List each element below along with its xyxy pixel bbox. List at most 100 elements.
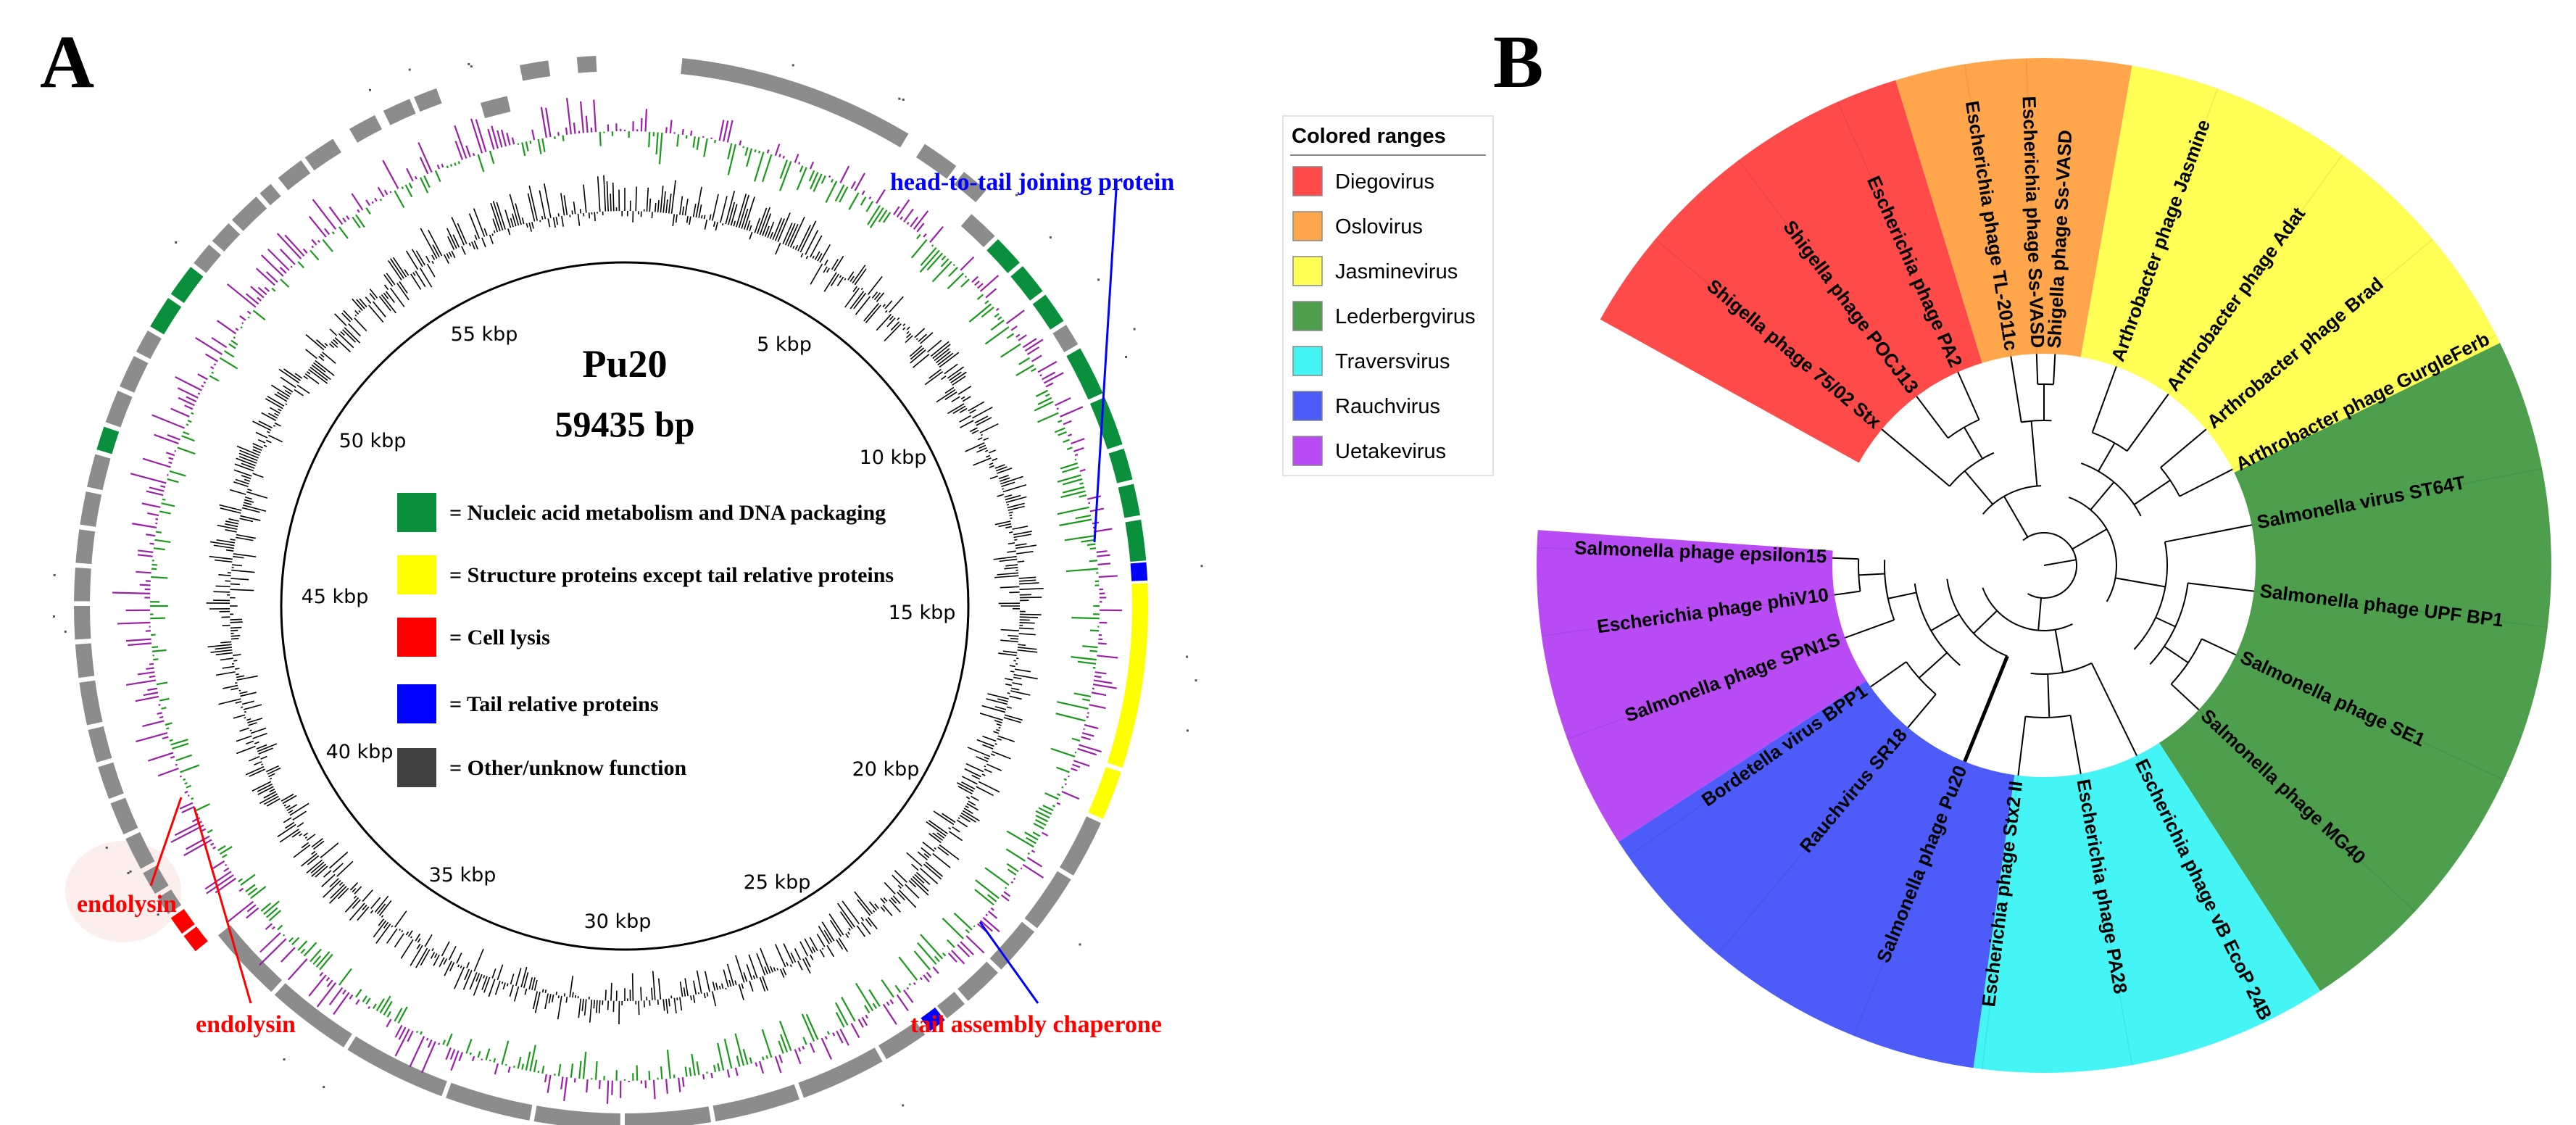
tick-label-40kbp: 40 kbp <box>326 741 394 763</box>
gc-content-bar <box>646 187 649 212</box>
gc-content-bar <box>984 449 989 452</box>
gc-content-bar <box>589 1000 593 1023</box>
gc-content-bar <box>234 463 254 472</box>
gene-segment <box>1066 348 1103 400</box>
gc-content-bar <box>924 370 944 386</box>
gc-skew-bar <box>365 207 371 215</box>
gc-content-bar <box>994 464 1005 469</box>
gc-skew-bar <box>211 371 215 374</box>
gc-content-bar <box>524 988 528 995</box>
gc-skew-bar <box>1058 420 1063 423</box>
gc-skew-bar <box>1081 539 1095 543</box>
gc-skew-bar <box>259 932 281 953</box>
gc-content-bar <box>712 981 716 991</box>
minor-mark <box>368 88 371 91</box>
gc-content-bar <box>244 478 251 482</box>
gc-content-bar <box>381 294 396 314</box>
leader-line <box>193 807 252 1004</box>
gc-skew-bar <box>351 193 364 211</box>
gc-content-bar <box>468 213 481 239</box>
gc-content-bar <box>749 231 753 240</box>
gc-skew-bar <box>908 983 912 986</box>
gc-content-bar <box>220 657 233 661</box>
gc-skew-bar <box>778 1054 784 1063</box>
gc-skew-bar <box>1015 364 1034 376</box>
gc-content-bar <box>783 943 794 964</box>
gc-skew-bar <box>979 275 1000 292</box>
gc-content-bar <box>304 836 308 839</box>
gc-content-bar <box>468 242 471 246</box>
gc-content-bar <box>385 291 396 304</box>
gc-content-bar <box>889 315 894 320</box>
gc-skew-bar <box>951 950 965 965</box>
gc-skew-bar <box>1073 760 1090 767</box>
gc-skew-bar <box>511 137 515 145</box>
gc-skew-bar <box>889 999 894 1005</box>
minor-mark <box>998 184 1001 187</box>
gc-content-bar <box>923 863 942 880</box>
gc-content-bar <box>823 266 828 273</box>
gc-skew-bar <box>442 1039 446 1045</box>
gc-content-bar <box>865 304 881 323</box>
gc-content-bar <box>989 476 998 480</box>
gc-skew-bar <box>648 1071 651 1081</box>
gc-skew-bar <box>184 790 188 794</box>
gc-content-bar <box>1019 582 1039 585</box>
gc-skew-bar <box>491 125 499 149</box>
gc-skew-bar <box>308 215 327 238</box>
gc-content-bar <box>577 213 581 226</box>
gc-skew-bar <box>644 109 648 132</box>
gene-segment <box>915 144 957 179</box>
gc-content-bar <box>306 834 316 842</box>
gc-content-bar <box>411 249 423 267</box>
gc-skew-bar <box>138 549 154 553</box>
gc-content-bar <box>890 897 897 904</box>
gc-content-bar <box>268 773 275 778</box>
gc-skew-bar <box>154 539 171 543</box>
gc-content-bar <box>236 536 254 541</box>
gc-skew-bar <box>557 1063 562 1076</box>
minor-mark <box>175 241 178 244</box>
gc-content-bar <box>928 368 942 379</box>
gc-skew-bar <box>1022 338 1037 349</box>
gc-content-bar <box>383 921 389 929</box>
gc-skew-bar <box>872 1002 878 1010</box>
gc-skew-bar <box>882 212 892 223</box>
gc-content-bar <box>268 434 283 443</box>
gc-skew-bar <box>968 303 992 323</box>
gc-content-bar <box>466 962 470 968</box>
gc-skew-bar <box>831 178 834 183</box>
legend-item-traversvirus: Traversvirus <box>1292 346 1450 376</box>
branch <box>2164 646 2189 664</box>
gc-content-bar <box>225 523 238 528</box>
gc-skew-bar <box>917 942 937 966</box>
gc-content-bar <box>313 840 325 850</box>
gc-content-bar <box>439 957 445 968</box>
gc-content-bar <box>897 317 900 320</box>
gc-skew-bar <box>855 982 874 1012</box>
annotation-label: head-to-tail joining protein <box>890 169 1174 196</box>
gc-skew-bar <box>774 1055 782 1074</box>
gc-skew-bar <box>382 159 399 189</box>
gc-content-bar <box>354 886 362 894</box>
legend-label: = Nucleic acid metabolism and DNA packag… <box>449 501 886 525</box>
gc-content-bar <box>960 396 965 400</box>
gc-skew-bar <box>139 584 151 586</box>
gc-skew-bar <box>470 118 483 154</box>
branch <box>2054 629 2064 673</box>
branch-arc <box>1946 578 2008 657</box>
gc-content-bar <box>741 208 749 229</box>
branch <box>2126 394 2169 452</box>
gc-content-bar <box>236 534 256 539</box>
gc-content-bar <box>338 333 354 349</box>
gc-skew-bar <box>223 867 230 873</box>
gc-content-bar <box>258 420 273 428</box>
gc-skew-bar <box>333 992 350 1016</box>
gc-skew-bar <box>911 238 928 259</box>
gc-content-bar <box>513 986 520 1002</box>
branch <box>1832 557 1859 560</box>
gc-content-bar <box>845 933 849 938</box>
gc-content-bar <box>811 946 816 952</box>
gc-skew-bar <box>1093 679 1113 684</box>
gc-skew-bar <box>1074 751 1077 754</box>
